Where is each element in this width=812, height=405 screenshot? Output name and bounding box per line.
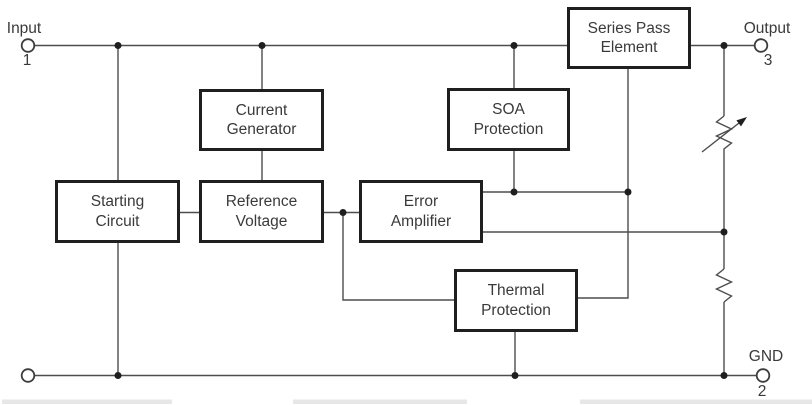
junction-dot [339,209,347,216]
block-label-line: SOA [492,101,525,118]
output-terminal [753,38,769,53]
block-reference-voltage: Reference Voltage [199,180,324,243]
unlabeled-terminal [20,368,36,383]
output-pin-number: 3 [763,52,773,69]
block-label-line: Series Pass [587,19,671,37]
junction-dot [114,42,122,49]
block-starting-circuit: Starting Circuit [55,180,180,243]
page-edge-bars [2,399,812,404]
block-series-pass-element: Series Pass Element [567,7,691,69]
ground-pin-number: 2 [757,383,767,400]
junction-dot [720,228,728,236]
block-label-line: Amplifier [390,212,452,230]
block-label-line: Circuit [95,212,140,230]
input-terminal [20,38,36,53]
block-thermal-protection: Thermal Protection [454,269,578,332]
junction-dot [720,42,728,49]
junction-dot [114,372,122,379]
input-terminal-label: Input [6,20,42,37]
block-label-line: Protection [473,120,544,138]
variable-resistor-icon [714,115,734,151]
block-label-line: Generator [226,121,297,138]
block-label-line: Protection [481,301,551,319]
junction-dot [510,188,518,196]
ground-terminal [755,368,771,383]
block-label-line: Voltage [235,212,288,230]
block-error-amplifier: Error Amplifier [359,180,483,243]
block-label-line: Starting [90,193,145,210]
ground-terminal-label: GND [748,348,784,365]
block-label-line: Thermal [487,282,545,299]
junction-dot [720,372,728,379]
output-terminal-label: Output [743,20,791,37]
junction-dot [511,372,519,379]
input-pin-number: 1 [22,52,32,69]
junction-dot [624,188,632,196]
block-current-generator: Current Generator [199,89,324,151]
variable-resistor-arrow-shaft [701,122,740,153]
pin-terminals [20,38,771,383]
block-label-line: Reference [225,193,298,210]
resistor-icon [714,268,734,303]
variable-resistor-arrowhead [736,117,747,127]
junction-dots [114,42,728,379]
page-edge-bar [293,399,467,404]
page-edge-bar [580,399,812,404]
block-label-line: Error [403,193,439,210]
wire-series-pass-to-thermal-right [578,69,629,299]
block-soa-protection: SOA Protection [447,88,570,151]
page-edge-bar [2,399,172,404]
junction-dot [258,42,266,49]
junction-dot [510,42,518,49]
block-label-line: Element [600,39,658,56]
block-label-line: Current [235,101,288,119]
wire-branch-to-thermal-left [342,212,454,301]
